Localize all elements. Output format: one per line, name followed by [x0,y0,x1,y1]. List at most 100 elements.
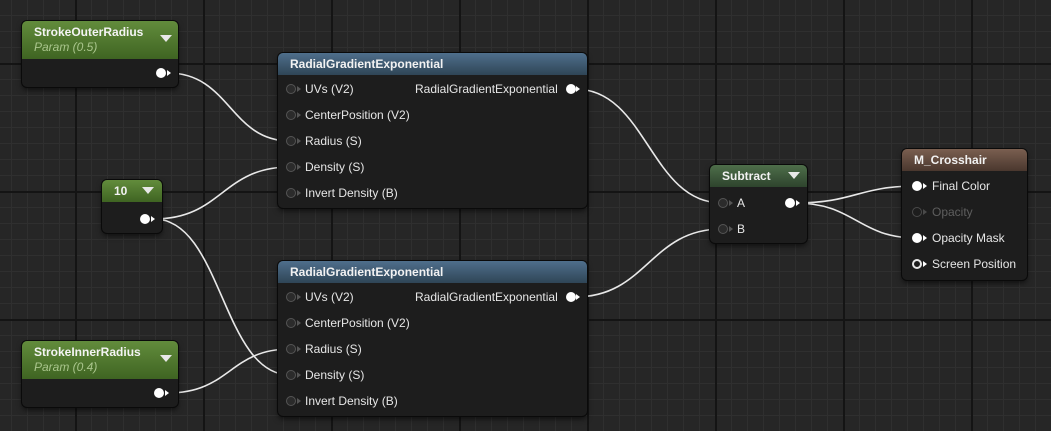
input-row-a[interactable]: A [710,193,807,213]
output-pin[interactable] [156,68,166,78]
pin-arrow-icon [297,112,301,118]
collapse-arrow-icon[interactable] [160,355,172,362]
material-result-node[interactable]: M_Crosshair Final Color Opacity Opacity … [902,149,1027,280]
input-pin[interactable] [286,110,296,120]
param-node-header[interactable]: StrokeInnerRadius Param (0.4) [22,341,178,379]
pin-arrow-icon [297,294,301,300]
input-row-uvs[interactable]: UVs (V2) RadialGradientExponential [278,79,587,99]
input-pin[interactable] [912,207,922,217]
input-label: Opacity [932,205,973,219]
input-label: CenterPosition (V2) [305,316,410,330]
pin-arrow-icon [297,398,301,404]
collapse-arrow-icon[interactable] [788,172,800,179]
pin-arrow-icon [297,138,301,144]
input-row-uvs[interactable]: UVs (V2) RadialGradientExponential [278,287,587,307]
output-pin[interactable] [140,214,150,224]
input-row-center-position[interactable]: CenterPosition (V2) [278,105,587,125]
input-row-opacity-mask[interactable]: Opacity Mask [902,228,1027,248]
input-pin[interactable] [286,396,296,406]
input-label: Screen Position [932,257,1017,271]
input-pin[interactable] [286,318,296,328]
pin-arrow-icon [167,70,171,76]
pin-arrow-icon [923,183,927,189]
collapse-arrow-icon[interactable] [142,187,154,194]
input-pin[interactable] [286,292,296,302]
wire-outer-to-top-radius [167,72,291,142]
output-pin[interactable] [566,292,576,302]
pin-arrow-icon [297,190,301,196]
node-title[interactable]: RadialGradientExponential [278,261,587,283]
input-label: Radius (S) [305,342,362,356]
collapse-arrow-icon[interactable] [160,35,172,42]
input-row-density[interactable]: Density (S) [278,365,587,385]
input-pin[interactable] [718,224,728,234]
pin-arrow-icon [297,86,301,92]
input-row-radius[interactable]: Radius (S) [278,339,587,359]
input-label: Radius (S) [305,134,362,148]
pin-arrow-icon [165,390,169,396]
pin-arrow-icon [297,320,301,326]
subtract-header[interactable]: Subtract [710,165,807,187]
param-default-value: Param (0.4) [34,360,98,374]
input-row-center-position[interactable]: CenterPosition (V2) [278,313,587,333]
param-node-header[interactable]: StrokeOuterRadius Param (0.5) [22,21,178,59]
radial-gradient-node-top[interactable]: RadialGradientExponential UVs (V2) Radia… [278,53,587,208]
wire-bottom-out-to-subtract-b [574,228,723,298]
pin-arrow-icon [151,216,155,222]
input-row-screen-position[interactable]: Screen Position [902,254,1027,274]
param-name: StrokeInnerRadius [34,345,141,359]
input-pin[interactable] [912,181,922,191]
input-row-invert-density[interactable]: Invert Density (B) [278,391,587,411]
node-title: Subtract [722,169,771,183]
input-pin[interactable] [286,136,296,146]
input-row-radius[interactable]: Radius (S) [278,131,587,151]
input-label: A [737,196,746,210]
input-row-final-color[interactable]: Final Color [902,176,1027,196]
input-pin[interactable] [286,162,296,172]
param-default-value: Param (0.5) [34,40,98,54]
constant-value: 10 [114,184,128,198]
input-pin[interactable] [912,259,922,269]
wire-const-to-top-density [153,166,291,220]
input-row-b[interactable]: B [710,219,807,239]
output-pin[interactable] [566,84,576,94]
input-pin[interactable] [286,370,296,380]
input-label: Invert Density (B) [305,394,398,408]
output-pin[interactable] [785,198,795,208]
pin-arrow-icon [796,200,800,206]
input-pin[interactable] [286,344,296,354]
input-pin[interactable] [286,84,296,94]
node-title[interactable]: M_Crosshair [902,149,1027,171]
input-row-invert-density[interactable]: Invert Density (B) [278,183,587,203]
param-name: StrokeOuterRadius [34,25,144,39]
output-pin[interactable] [154,388,164,398]
stroke-outer-radius-node[interactable]: StrokeOuterRadius Param (0.5) [22,21,178,87]
input-row-opacity[interactable]: Opacity [902,202,1027,222]
pin-arrow-icon [297,346,301,352]
node-title[interactable]: RadialGradientExponential [278,53,587,75]
constant-node[interactable]: 10 [102,180,162,233]
radial-gradient-node-bottom[interactable]: RadialGradientExponential UVs (V2) Radia… [278,261,587,416]
wire-inner-to-bottom-radius [167,348,291,394]
input-pin[interactable] [912,233,922,243]
wire-subtract-to-final-color [794,185,918,204]
pin-arrow-icon [297,164,301,170]
pin-arrow-icon [923,235,927,241]
input-row-density[interactable]: Density (S) [278,157,587,177]
output-label: RadialGradientExponential [415,82,558,96]
input-label: Density (S) [305,368,365,382]
stroke-inner-radius-node[interactable]: StrokeInnerRadius Param (0.4) [22,341,178,407]
input-label: UVs (V2) [305,290,354,304]
subtract-node[interactable]: Subtract A B [710,165,807,243]
input-label: B [737,222,746,236]
pin-arrow-icon [729,226,733,232]
input-label: UVs (V2) [305,82,354,96]
input-pin[interactable] [718,198,728,208]
pin-arrow-icon [923,209,927,215]
wire-subtract-to-opacity-mask [794,202,918,239]
input-label: CenterPosition (V2) [305,108,410,122]
constant-node-header[interactable]: 10 [102,180,162,202]
input-label: Opacity Mask [932,231,1005,245]
input-pin[interactable] [286,188,296,198]
